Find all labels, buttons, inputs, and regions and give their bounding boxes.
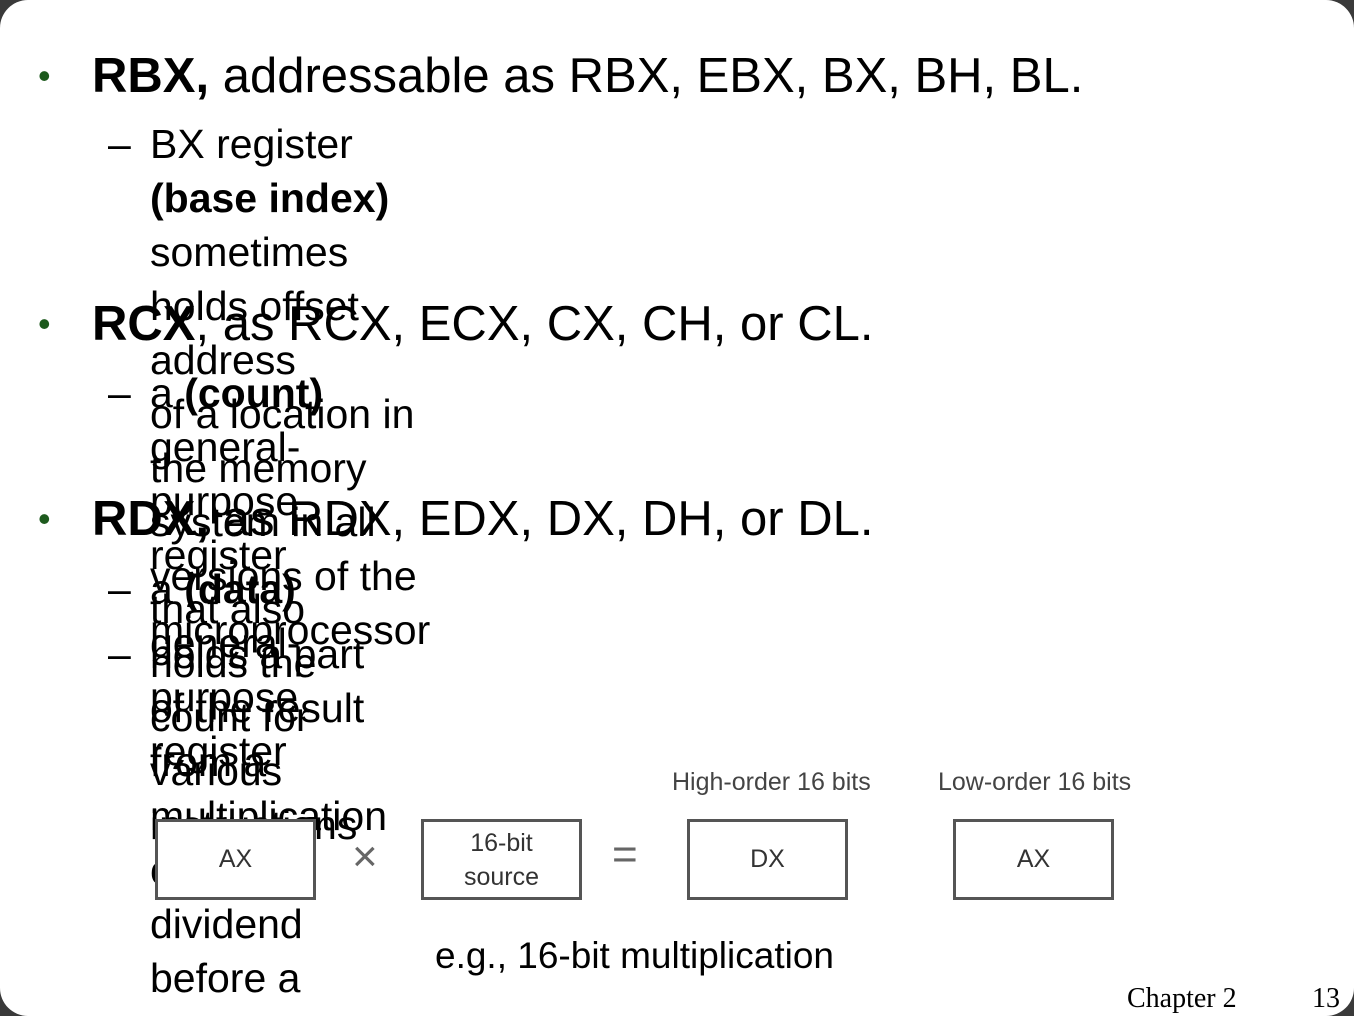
bullet-text: RBX, addressable as RBX, EBX, BX, BH, BL… [92, 48, 1083, 104]
bullet-keyword: RBX, [92, 49, 210, 103]
bullet-keyword: RCX [92, 297, 196, 351]
bullet-marker: • [38, 303, 51, 344]
sub-dash: – [108, 121, 131, 167]
footer-chapter: Chapter 2 [1127, 983, 1237, 1014]
sub-text-pre: a [150, 566, 185, 612]
bullet-rest: as RDX, EDX, DX, DH, or DL. [209, 492, 874, 546]
bullet-rest: , as RCX, ECX, CX, CH, or CL. [195, 297, 874, 351]
dx-box: DX [687, 819, 848, 900]
sub-dash: – [108, 370, 131, 416]
ax-box: AX [155, 819, 316, 900]
sub-text-bold: (count) [184, 370, 324, 416]
sub-text: a (data) general-purpose register [150, 562, 300, 778]
low-order-label: Low-order 16 bits [938, 768, 1132, 796]
sub-dash: – [108, 631, 131, 677]
source-box: 16-bit source [421, 819, 582, 900]
source-line-1: 16-bit [470, 828, 533, 857]
sub-text-bold: (base index) [150, 175, 390, 221]
bullet-rest: addressable as RBX, EBX, BX, BH, BL. [209, 49, 1084, 103]
sub-text-pre: a [150, 370, 185, 416]
source-line-2: source [463, 862, 540, 891]
sub-text-post: sometimes holds offset address of a loca… [150, 229, 431, 653]
sub-text-bold: (data) [184, 566, 296, 612]
bullet-text: RCX, as RCX, ECX, CX, CH, or CL. [92, 296, 873, 352]
equals-sign: = [612, 830, 638, 879]
ax-result-box: AX [953, 819, 1114, 900]
sub-text-post: general-purpose register [150, 620, 301, 774]
bullet-marker: • [38, 498, 51, 539]
bullet-marker: • [38, 55, 51, 96]
sub-text-pre: BX register [150, 121, 353, 167]
sub-text: BX register (base index) sometimes holds… [150, 117, 430, 657]
high-order-label: High-order 16 bits [672, 768, 871, 796]
bullet-keyword: RDX, [92, 492, 210, 546]
multiply-sign: × [352, 832, 378, 881]
diagram-caption: e.g., 16-bit multiplication [435, 935, 834, 976]
footer-page-number: 13 [1312, 983, 1340, 1014]
bullet-text: RDX, as RDX, EDX, DX, DH, or DL. [92, 491, 873, 547]
sub-dash: – [108, 566, 131, 612]
